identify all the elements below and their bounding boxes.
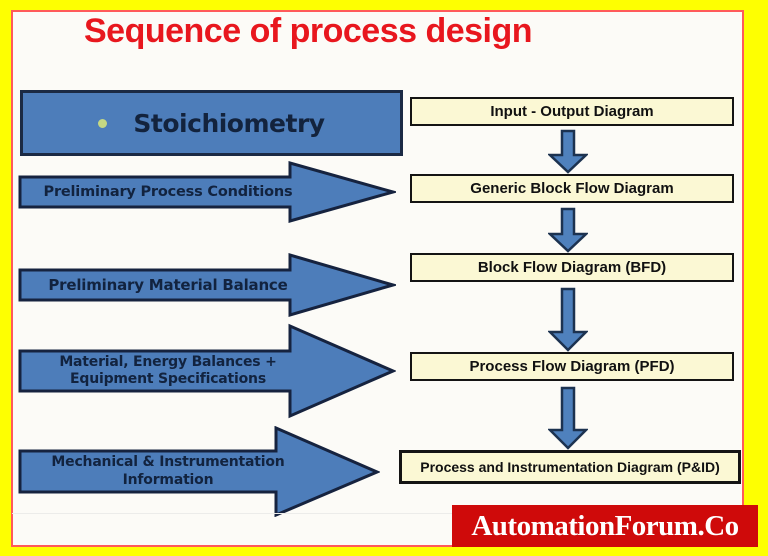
down-arrow-icon xyxy=(546,207,590,253)
right-arrow-icon xyxy=(18,426,380,517)
step-label-line2: Information xyxy=(122,471,214,488)
step-arrow-preliminary-process-conditions: Preliminary Process Conditions xyxy=(18,161,396,223)
watermark-text: AutomationForum.Co xyxy=(471,509,739,542)
flow-box-block-flow-diagram-bfd: Block Flow Diagram (BFD) xyxy=(410,253,734,282)
down-arrow-icon xyxy=(546,287,590,352)
right-arrow-icon xyxy=(18,323,396,419)
step-label-line1: Material, Energy Balances + xyxy=(59,353,277,370)
step-arrow-preliminary-material-balance: Preliminary Material Balance xyxy=(18,253,396,317)
step-label: Stoichiometry xyxy=(133,108,325,138)
page-title: Sequence of process design xyxy=(84,12,533,50)
step-label: Material, Energy Balances + Equipment Sp… xyxy=(28,323,308,419)
step-arrow-material-energy-balances: Material, Energy Balances + Equipment Sp… xyxy=(18,323,396,419)
down-arrow-icon xyxy=(546,386,590,450)
step-arrow-mechanical-instrumentation: Mechanical & Instrumentation Information xyxy=(18,426,380,517)
right-arrow-icon xyxy=(18,253,396,317)
right-arrow-icon xyxy=(18,161,396,223)
step-label: Preliminary Material Balance xyxy=(48,275,288,294)
step-label: Mechanical & Instrumentation Information xyxy=(28,426,308,517)
divider-line xyxy=(12,513,743,514)
bullet-icon xyxy=(98,118,108,128)
step-label-line1: Mechanical & Instrumentation xyxy=(51,454,285,470)
flow-box-input-output-diagram: Input - Output Diagram xyxy=(410,97,734,126)
step-box-stoichiometry: Stoichiometry xyxy=(20,90,403,156)
watermark-banner: AutomationForum.Co xyxy=(452,505,758,547)
step-label-line2: Equipment Specifications xyxy=(70,371,266,387)
step-label: Preliminary Process Conditions xyxy=(43,183,293,200)
down-arrow-icon xyxy=(546,129,590,174)
flow-box-process-flow-diagram-pfd: Process Flow Diagram (PFD) xyxy=(410,352,734,381)
flow-box-generic-block-flow-diagram: Generic Block Flow Diagram xyxy=(410,174,734,203)
flow-box-process-instrumentation-diagram-pid: Process and Instrumentation Diagram (P&I… xyxy=(399,450,741,484)
